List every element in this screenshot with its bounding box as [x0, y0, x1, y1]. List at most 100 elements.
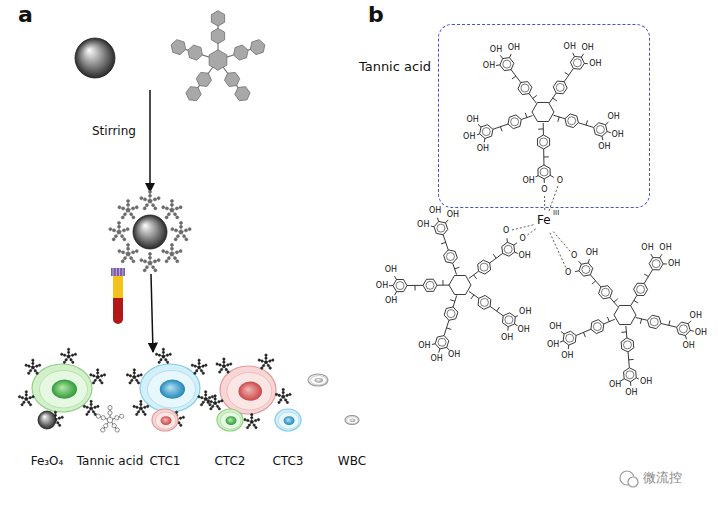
hydroxyl-bond — [395, 292, 397, 295]
benzene-ring — [435, 336, 449, 349]
hexagon — [179, 230, 183, 234]
benzene-ring — [591, 320, 604, 334]
hexagon — [135, 206, 138, 209]
hexagon — [149, 252, 152, 255]
hexagon — [140, 374, 143, 377]
hydroxyl-label: OH — [462, 133, 476, 141]
hexagon — [112, 229, 115, 232]
hydroxyl-label: OH — [546, 341, 560, 349]
carbonyl-bond — [634, 300, 638, 303]
aromatic-circle — [652, 260, 660, 268]
hexagon — [269, 360, 272, 363]
hexagon — [93, 374, 96, 377]
hexagon — [112, 238, 115, 241]
hexagon — [260, 367, 263, 369]
hydroxyl-bond — [510, 54, 512, 58]
hexagon — [131, 379, 134, 381]
hexagon — [149, 194, 152, 197]
hexagon — [29, 396, 32, 399]
hydroxyl-bond — [588, 259, 589, 263]
hydroxyl-bond — [394, 276, 396, 279]
hexagon — [198, 366, 201, 370]
hexagon — [127, 199, 130, 202]
aromatic-circle — [426, 281, 434, 289]
hexagon — [214, 401, 217, 405]
tannic-acid-icon — [207, 395, 223, 410]
hexagon — [54, 411, 56, 414]
hexagon — [143, 207, 146, 210]
benzene-ring — [393, 279, 407, 291]
watermark-icon — [620, 471, 638, 487]
tannic-acid-icon — [244, 413, 260, 428]
hexagon — [133, 405, 136, 408]
hexagon — [211, 11, 224, 26]
hydroxyl-bond — [447, 347, 450, 350]
tannic-acid-icon — [171, 221, 192, 241]
aromatic-circle — [637, 285, 645, 293]
hexagon — [58, 417, 61, 420]
hexagon — [286, 394, 289, 397]
hexagon — [162, 249, 165, 252]
hexagon — [162, 355, 165, 359]
tannic-acid-icon — [216, 358, 232, 373]
tannic-acid-icon — [198, 390, 214, 405]
hexagon — [160, 359, 163, 361]
hexagon — [96, 375, 99, 379]
hexagon — [34, 370, 37, 372]
hydroxyl-label: OH — [585, 249, 599, 257]
hexagon — [154, 269, 157, 272]
hexagon — [115, 416, 119, 420]
hydroxyl-label: OH — [476, 145, 490, 153]
hexagon — [170, 203, 173, 206]
carbonyl-bond — [640, 319, 641, 324]
tannic-acid-icon — [133, 400, 149, 415]
hydroxyl-bond — [544, 179, 545, 183]
hydroxyl-label: OH — [447, 351, 461, 359]
hexagon — [137, 382, 140, 384]
tannic-acid-icon — [162, 199, 183, 219]
hydroxyl-bond — [581, 54, 583, 57]
hexagon — [101, 382, 104, 384]
benzene-ring — [621, 338, 634, 352]
benzene-ring — [434, 221, 448, 234]
cell-nucleus — [160, 380, 185, 399]
hexagon — [101, 416, 105, 420]
hexagon — [289, 393, 292, 396]
glucose-ring — [449, 275, 471, 294]
ester-bond — [529, 94, 536, 104]
hexagon — [94, 406, 97, 409]
cell — [32, 364, 92, 412]
benzene-ring — [647, 315, 661, 328]
cell-membrane — [275, 409, 301, 431]
carbonyl-bond — [544, 156, 549, 157]
cell — [220, 366, 276, 414]
ester-bond — [578, 123, 593, 128]
process-arrow — [149, 90, 151, 192]
hydroxyl-label: OH — [428, 207, 442, 215]
hydroxyl-bond — [430, 225, 434, 227]
carbonyl-bond — [538, 128, 543, 129]
hexagon — [188, 45, 203, 60]
hexagon — [175, 251, 178, 254]
hexagon — [29, 404, 32, 406]
hexagon — [278, 394, 281, 397]
hydroxyl-label: OH — [563, 43, 577, 51]
hexagon — [126, 252, 130, 256]
hexagon — [158, 361, 161, 363]
hexagon — [123, 213, 126, 216]
hexagon — [211, 405, 214, 407]
cell-nucleus — [161, 416, 172, 425]
hexagon — [118, 206, 121, 209]
benzene-ring — [478, 295, 491, 309]
cell — [275, 409, 301, 431]
ester-bond — [644, 270, 652, 284]
hexagon — [151, 204, 154, 207]
hydroxyl-label: OH — [610, 131, 624, 139]
legend-text: Fe₃O₄ — [31, 455, 64, 468]
aromatic-circle — [511, 118, 519, 126]
hydroxyl-bond — [685, 336, 686, 340]
hydroxyl-label: OH — [489, 46, 503, 54]
hexagon — [121, 251, 124, 254]
hydroxyl-label: OH — [581, 44, 595, 52]
